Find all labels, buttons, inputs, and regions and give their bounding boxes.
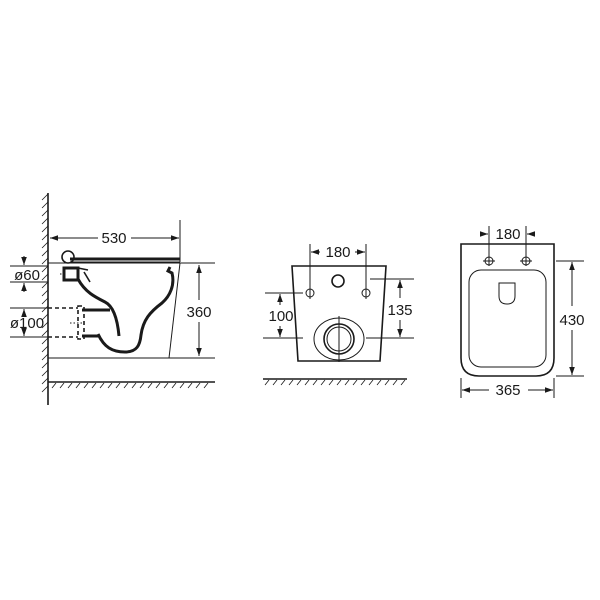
dim-430: 430 [559, 312, 584, 329]
dimension-inlet-height: 135 [366, 278, 414, 339]
dim-inlet-60: ø60 [14, 267, 40, 284]
back-view: 180 100 135 [263, 244, 414, 386]
toilet-body-side [48, 250, 215, 359]
dim-135: 135 [387, 302, 412, 319]
dimension-bolt-spacing-back: 180 [311, 244, 365, 261]
dimension-inlet: ø60 [10, 256, 48, 292]
wall [41, 193, 49, 405]
dimension-outlet: ø100 [10, 307, 48, 338]
dimension-bolt-spacing-top: 180 [480, 226, 535, 243]
dim-180-top: 180 [495, 226, 520, 243]
dimension-width: 365 [460, 378, 555, 399]
dim-180-back: 180 [325, 244, 350, 261]
dimension-length: 530 [50, 220, 181, 262]
dimension-bolt-height: 100 [263, 292, 303, 339]
bolt-holes-top [483, 226, 532, 266]
side-view: 530 360 ø60 ø100 [10, 193, 215, 405]
dim-100: 100 [268, 308, 293, 325]
dim-365: 365 [495, 382, 520, 399]
dim-outlet-100: ø100 [10, 315, 44, 332]
top-view: 180 430 365 [460, 226, 585, 399]
floor [48, 381, 215, 389]
dim-530: 530 [101, 230, 126, 247]
dimension-height: 360 [186, 265, 212, 356]
dim-360: 360 [186, 304, 211, 321]
dimension-depth: 430 [556, 260, 585, 377]
